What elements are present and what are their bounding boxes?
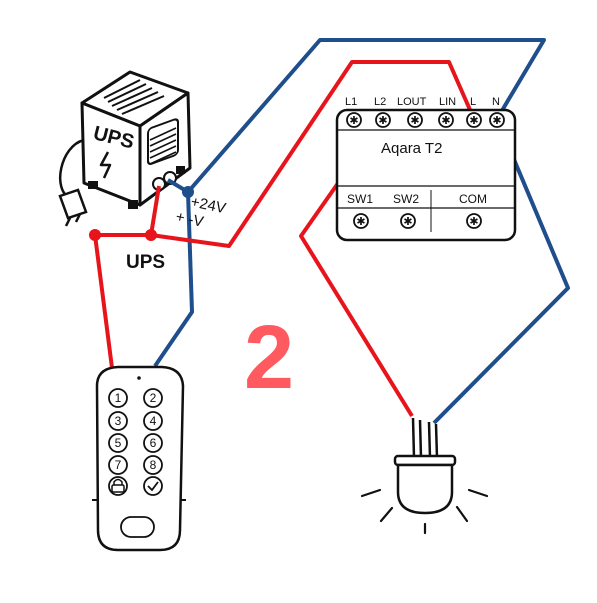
terminal-label-n: N — [492, 96, 500, 108]
svg-text:✱: ✱ — [410, 115, 419, 127]
keypad-key-6 — [143, 433, 163, 453]
ups-junction-label: UPS — [126, 252, 165, 273]
aqara-t2-relay: Aqara T2 L1 L2 LOUT LIN L N ✱✱✱ ✱✱✱ SW1 … — [335, 96, 517, 242]
terminal-label-sw1: SW1 — [347, 192, 373, 206]
relay-bottom-terminals — [353, 213, 482, 229]
terminal-label-com: COM — [459, 192, 487, 206]
svg-text:✱: ✱ — [349, 115, 358, 127]
keypad-key-2 — [143, 388, 163, 408]
terminal-label-lin: LIN — [439, 96, 456, 108]
terminal-label-lout: LOUT — [397, 96, 427, 108]
lightning-bolt-icon — [99, 151, 112, 179]
neutral-wires — [153, 38, 570, 425]
keypad-key-label: 2 — [150, 391, 157, 405]
terminal-screw-lin — [438, 112, 454, 128]
terminal-screw-sw1 — [353, 213, 369, 229]
live-wire-ups-to-l — [95, 60, 476, 248]
terminal-label-l2: L2 — [374, 96, 386, 108]
neutral-wire-n-to-lamp — [432, 118, 570, 425]
keypad-key-4 — [143, 411, 163, 431]
neutral-wire-ups-to-keypad — [153, 191, 194, 368]
keypad-key-8 — [143, 455, 163, 475]
svg-text:✱: ✱ — [441, 115, 450, 127]
svg-text:✱: ✱ — [356, 216, 365, 228]
keypad-device: 1 2 3 4 5 6 7 8 — [92, 365, 186, 552]
relay-brand-label: Aqara T2 — [381, 140, 442, 157]
keypad-key-7 — [108, 455, 128, 475]
terminal-label-l1: L1 — [345, 96, 357, 108]
keypad-key-check — [143, 476, 163, 496]
ups-terminal-pos-label: +24V — [189, 193, 227, 217]
terminal-screw-com — [466, 213, 482, 229]
keypad-key-label: 6 — [150, 436, 157, 450]
terminal-screw-sw2 — [400, 213, 416, 229]
relay-top-terminals — [346, 112, 505, 128]
svg-text:✱: ✱ — [378, 115, 387, 127]
terminal-screw-n — [489, 112, 505, 128]
svg-text:✱: ✱ — [492, 115, 501, 127]
power-plug-icon — [58, 188, 88, 227]
ups-power-supply: UPS — [58, 70, 192, 227]
keypad-key-3 — [108, 411, 128, 431]
lock-icon — [111, 478, 125, 493]
live-wire-ups-terminal — [149, 185, 161, 236]
svg-text:✱: ✱ — [469, 115, 478, 127]
keypad-key-label: 8 — [150, 458, 157, 472]
junction-dot — [182, 186, 194, 198]
terminal-screw-l2 — [375, 112, 391, 128]
keypad-reader-pad — [120, 516, 155, 538]
keypad-key-label: 4 — [150, 414, 157, 428]
keypad-key-label: 7 — [115, 458, 122, 472]
keypad-key-label: 5 — [115, 436, 122, 450]
junction-dot — [145, 229, 157, 241]
keypad-key-label: 1 — [115, 391, 122, 405]
keypad-key-label: 3 — [115, 414, 122, 428]
svg-text:✱: ✱ — [403, 216, 412, 228]
live-wire-ups-to-keypad — [93, 234, 114, 369]
light-bulb-icon — [360, 417, 489, 535]
terminal-screw-l — [466, 112, 482, 128]
check-icon — [147, 481, 159, 492]
keypad-key-1 — [108, 388, 128, 408]
ups-terminal-neg-label: + -V — [174, 208, 205, 230]
neutral-wire-ups-to-n — [186, 38, 546, 194]
terminal-screw-lout — [407, 112, 423, 128]
terminal-screw-l1 — [346, 112, 362, 128]
terminal-label-sw2: SW2 — [393, 192, 419, 206]
svg-text:✱: ✱ — [469, 216, 478, 228]
step-number: 2 — [244, 308, 294, 408]
junction-dot — [89, 229, 101, 241]
terminal-label-l: L — [470, 96, 476, 108]
keypad-key-5 — [108, 433, 128, 453]
